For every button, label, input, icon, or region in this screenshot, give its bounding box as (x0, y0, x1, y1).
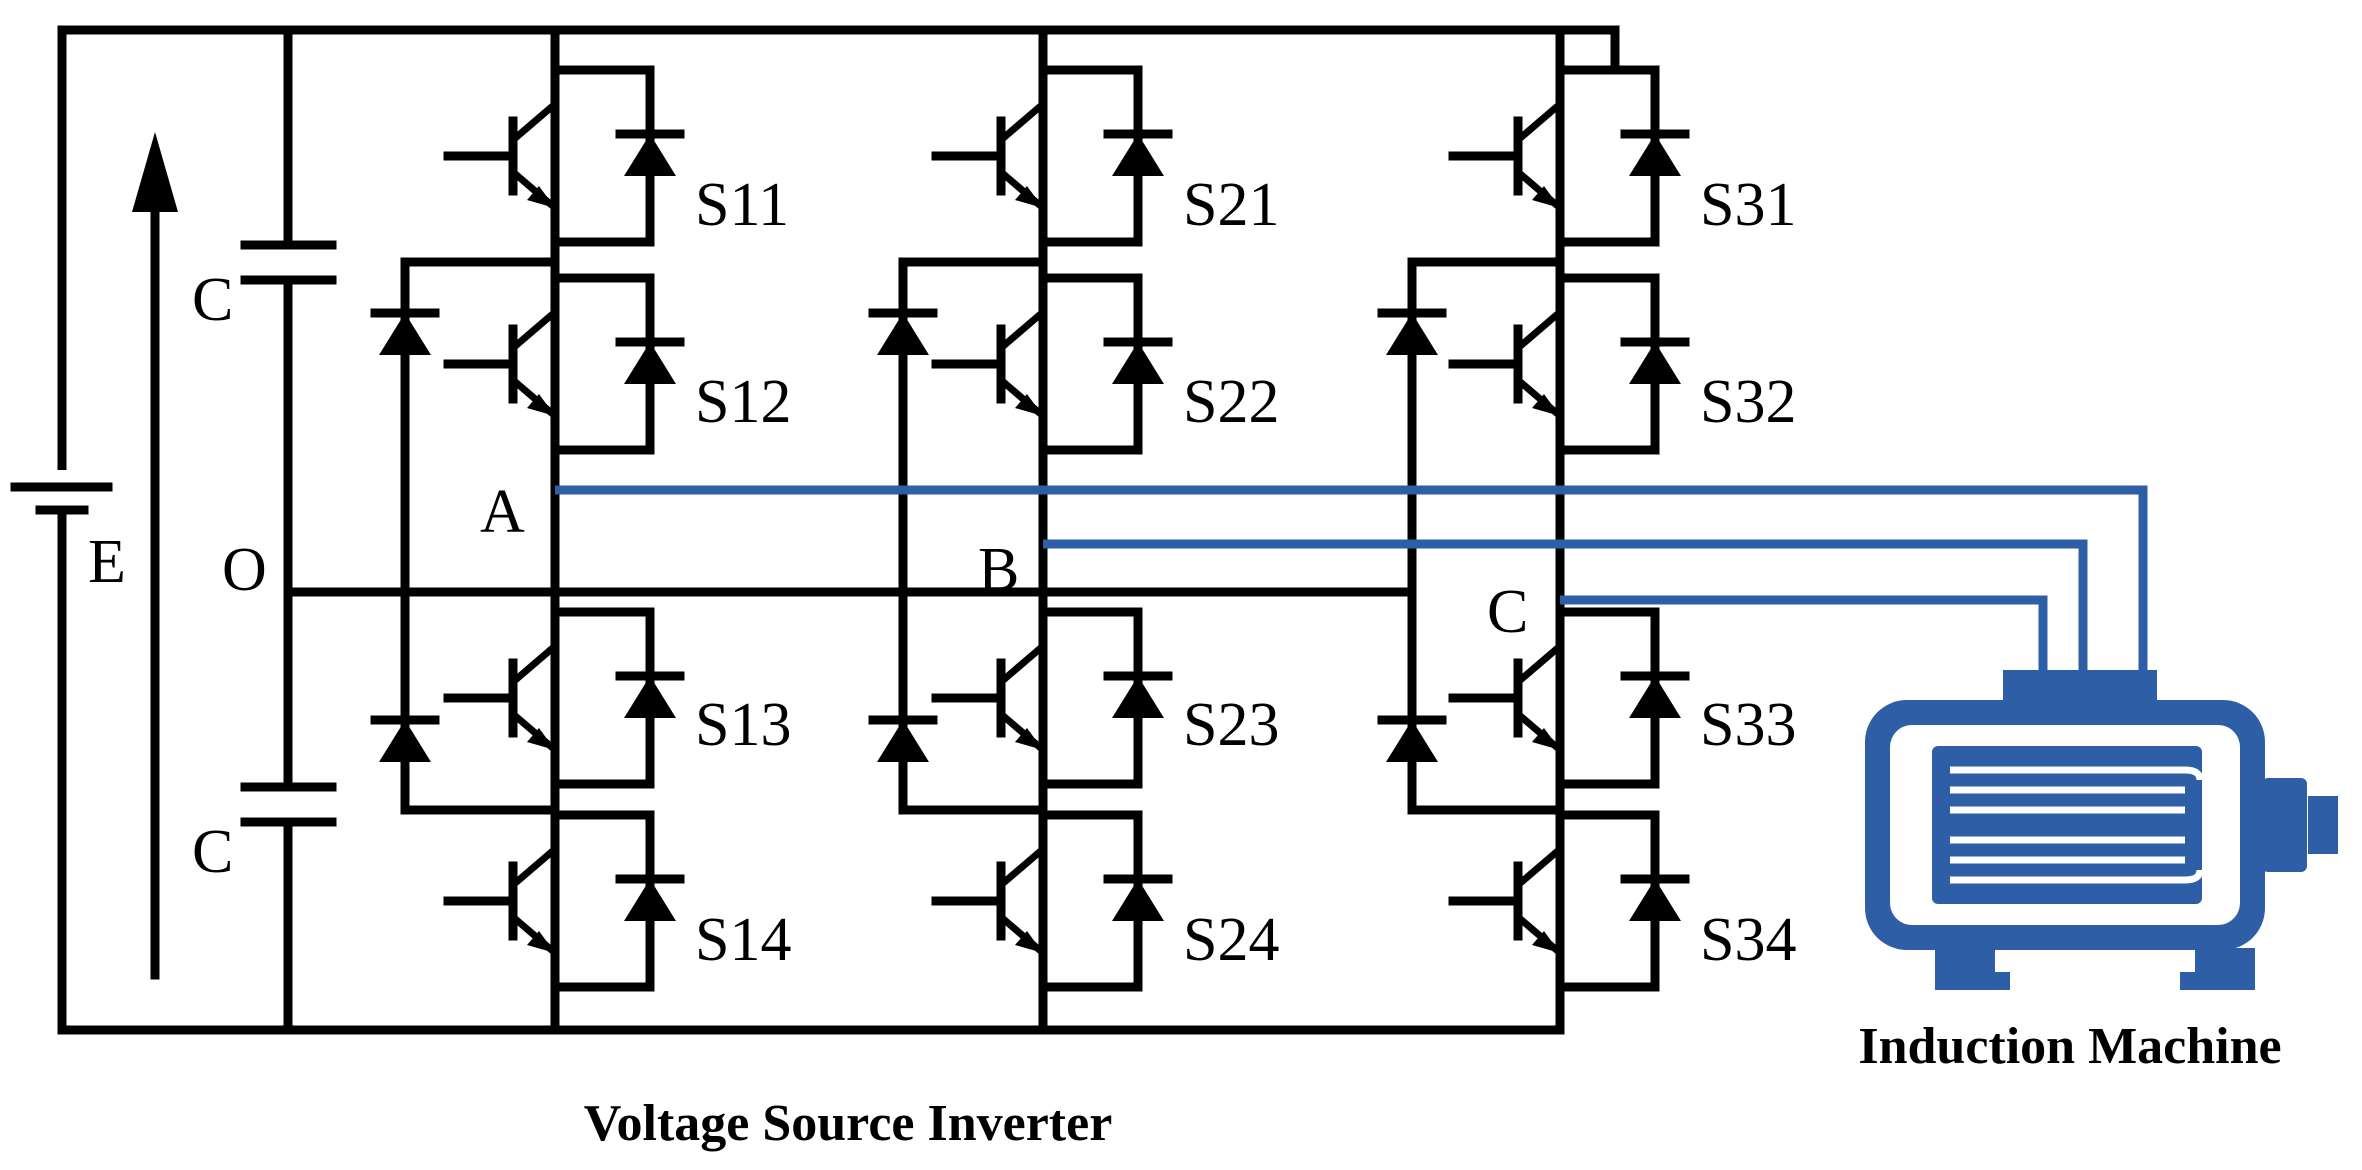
switch-s11 (443, 65, 685, 247)
phase-c-line (1560, 595, 2048, 680)
phase-b-line (1043, 539, 2088, 680)
clamp-diode-lower (868, 715, 938, 762)
phase-node-label: C (1487, 578, 1528, 646)
voltage-arrow (132, 132, 178, 980)
machine-caption: Induction Machine (1858, 1018, 2281, 1075)
switch-label: S21 (1183, 171, 1279, 239)
phase-node-label: A (480, 478, 525, 546)
switch-label: S24 (1183, 906, 1279, 974)
switch-label: S13 (695, 691, 791, 759)
capacitor-bottom (240, 782, 337, 827)
switch-label: S31 (1700, 171, 1796, 239)
switch-s13 (443, 607, 685, 789)
switch-s12 (443, 273, 685, 455)
switch-s34 (1448, 810, 1690, 992)
switch-label: S12 (695, 368, 791, 436)
switch-label: S14 (695, 906, 791, 974)
dc-bus-positive (57, 25, 1620, 1035)
switch-label: S23 (1183, 691, 1279, 759)
phase-a-line (555, 485, 2148, 680)
phase-node-label: B (978, 536, 1019, 604)
switch-label: S32 (1700, 368, 1796, 436)
capacitor-bottom-label: C (192, 818, 233, 886)
induction-machine-icon (1865, 670, 2338, 990)
dc-source-battery (10, 470, 113, 515)
clamp-diode-upper (1377, 308, 1447, 355)
switch-s32 (1448, 273, 1690, 455)
source-label: E (88, 528, 126, 596)
clamp-diode-lower (1377, 715, 1447, 762)
clamp-diode-lower (370, 715, 440, 762)
capacitor-top (240, 240, 337, 285)
switch-label: S33 (1700, 691, 1796, 759)
switch-s24 (931, 810, 1173, 992)
switch-s33 (1448, 607, 1690, 789)
switch-s23 (931, 607, 1173, 789)
switch-s22 (931, 273, 1173, 455)
switch-s31 (1448, 65, 1690, 247)
neutral-label: O (222, 536, 267, 604)
capacitor-top-label: C (192, 266, 233, 334)
clamp-diode-upper (868, 308, 938, 355)
switch-label: S22 (1183, 368, 1279, 436)
switch-s21 (931, 65, 1173, 247)
switch-label: S34 (1700, 906, 1796, 974)
clamp-diode-upper (370, 308, 440, 355)
switch-label: S11 (695, 171, 789, 239)
switch-s14 (443, 810, 685, 992)
inverter-caption: Voltage Source Inverter (584, 1095, 1113, 1152)
